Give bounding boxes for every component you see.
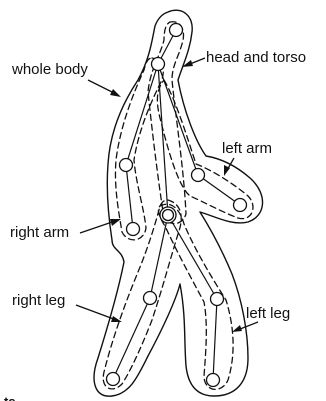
joint-head	[170, 24, 183, 37]
head-and-torso-label: head and torso	[206, 49, 306, 66]
bone-right-elbow-hand	[126, 165, 133, 229]
right-leg-label: right leg	[12, 292, 65, 309]
left-leg-arrowhead	[232, 325, 242, 332]
bone-left-knee-foot	[213, 299, 217, 380]
joint-left-elbow	[192, 169, 205, 182]
joint-right-hand	[127, 223, 140, 236]
right-arm-arrowhead	[110, 219, 121, 226]
joint-left-hand	[234, 199, 247, 212]
bone-pelvis-right-knee	[150, 215, 168, 298]
joint-left-foot	[207, 374, 220, 387]
joint-right-elbow	[120, 159, 133, 172]
joint-neck	[152, 58, 165, 71]
bone-neck-right-elbow	[126, 64, 158, 165]
cropped-caption-text: ts	[4, 394, 16, 401]
joint-pelvis	[163, 210, 174, 221]
joint-right-foot	[107, 373, 120, 386]
right-arm-outline	[115, 58, 163, 240]
bone-left-elbow-hand	[198, 175, 240, 205]
right-leg-outline	[103, 200, 181, 389]
left-arm-label: left arm	[222, 140, 272, 157]
joint-left-knee	[211, 293, 224, 306]
whole-body-arrowhead	[110, 89, 121, 97]
left-leg-label: left leg	[246, 305, 290, 322]
right-arm-label: right arm	[10, 224, 69, 241]
joint-right-knee	[144, 292, 157, 305]
whole-body-label: whole body	[11, 61, 88, 78]
